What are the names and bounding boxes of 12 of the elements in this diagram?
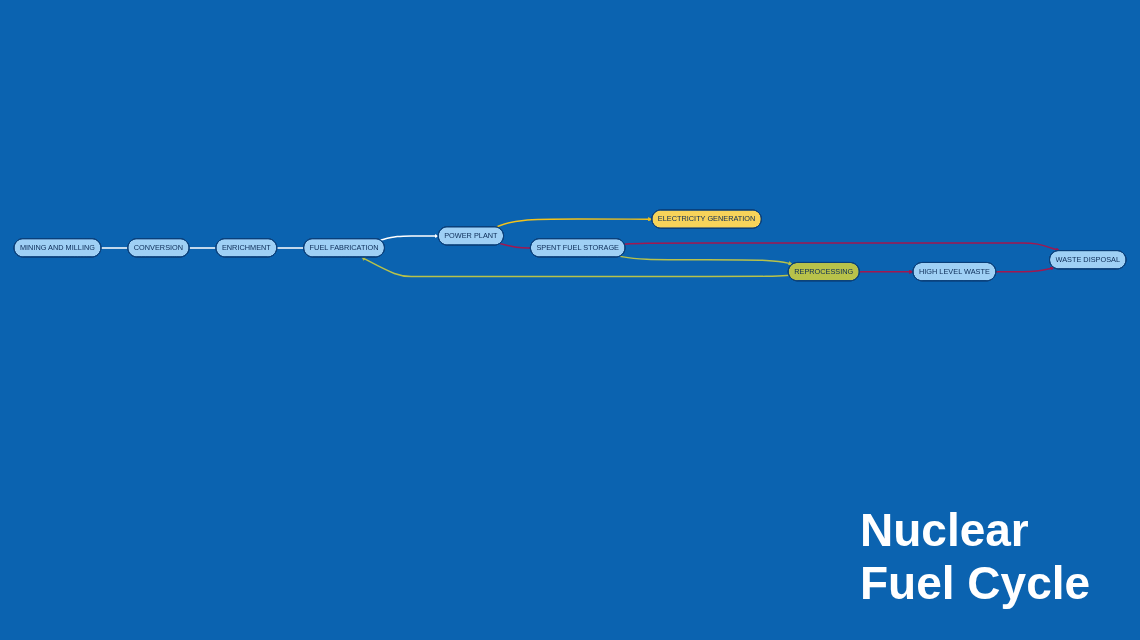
connector: [100, 246, 129, 249]
arrow: [995, 266, 1055, 273]
connector: [276, 246, 305, 249]
arrow: [495, 216, 653, 228]
connector: [499, 242, 532, 249]
connector: [188, 246, 217, 249]
arrow: [619, 255, 793, 265]
arrow: [379, 233, 439, 241]
diagram-title: Nuclear Fuel Cycle: [860, 504, 1092, 610]
arrow: [623, 241, 1060, 252]
arrow: [361, 256, 790, 277]
arrow: [858, 269, 914, 274]
